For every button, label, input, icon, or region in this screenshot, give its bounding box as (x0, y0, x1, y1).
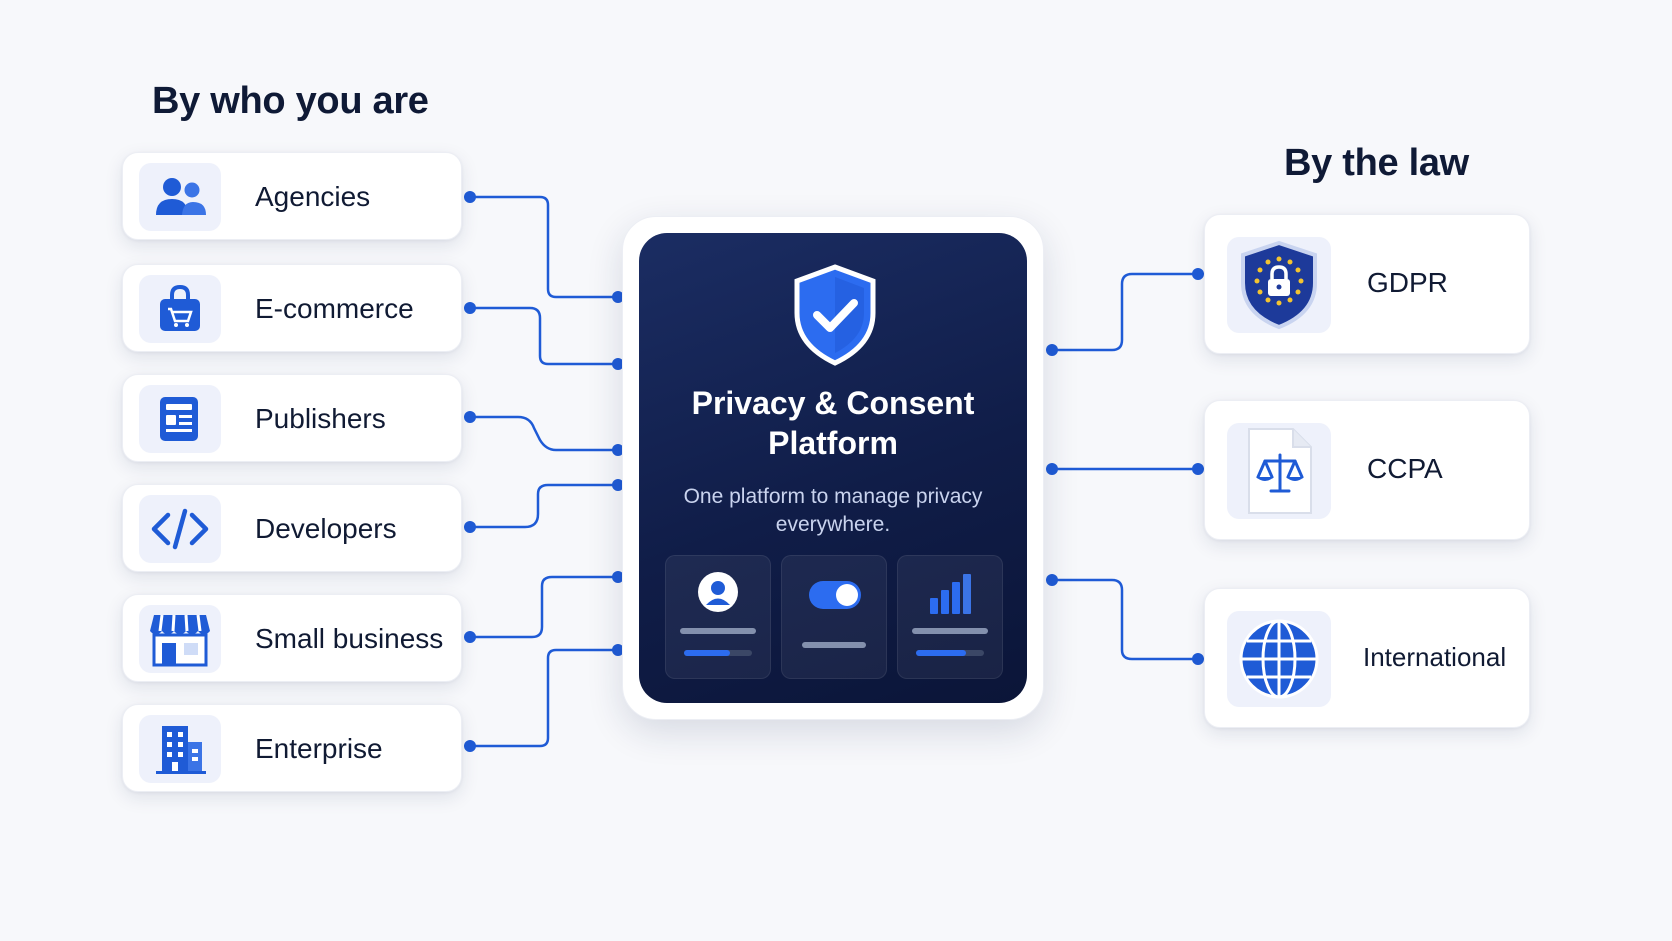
connector-agencies (470, 195, 618, 299)
law-card-gdpr[interactable]: GDPR (1204, 214, 1530, 354)
newspaper-icon (139, 385, 221, 453)
widget-bar (680, 628, 756, 634)
audience-label-agencies: Agencies (255, 181, 371, 212)
user-profile-widget (665, 555, 771, 679)
audience-card-publishers[interactable]: Publishers (122, 374, 462, 462)
code-icon (139, 495, 221, 563)
storefront-icon (139, 605, 221, 673)
eu-shield-lock-icon (1227, 237, 1331, 333)
law-label-ccpa: CCPA (1367, 453, 1443, 484)
audience-card-ecommerce[interactable]: E-commerce (122, 264, 462, 352)
law-label-gdpr: GDPR (1367, 267, 1448, 298)
toggle-switch-icon (808, 580, 862, 615)
bar-chart-icon (928, 572, 972, 621)
users-icon (139, 163, 221, 231)
widget-bar (802, 642, 866, 648)
connector-gdpr (1052, 272, 1198, 352)
connector-small-business (470, 575, 618, 639)
audience-label-developers: Developers (255, 513, 397, 544)
who-heading: By who you are (152, 80, 429, 122)
audience-card-developers[interactable]: Developers (122, 484, 462, 572)
toggle-widget (781, 555, 887, 679)
law-card-international[interactable]: International (1204, 588, 1530, 728)
connector-ecommerce (470, 306, 618, 366)
chart-widget (897, 555, 1003, 679)
audience-card-agencies[interactable]: Agencies (122, 152, 462, 240)
audience-label-small-business: Small business (255, 623, 444, 654)
law-card-ccpa[interactable]: CCPA (1204, 400, 1530, 540)
audience-label-enterprise: Enterprise (255, 733, 383, 764)
platform-panel: Privacy & Consent Platform One platform … (639, 233, 1027, 703)
audience-label-ecommerce: E-commerce (255, 293, 414, 324)
law-label-international: International (1363, 642, 1507, 672)
widget-bar-fill (684, 650, 730, 656)
widget-bar (912, 628, 988, 634)
audience-card-enterprise[interactable]: Enterprise (122, 704, 462, 792)
shopping-bag-icon (139, 275, 221, 343)
audience-card-small-business[interactable]: Small business (122, 594, 462, 682)
shield-check-icon (789, 263, 881, 372)
connector-developers (470, 483, 618, 529)
platform-subtitle: One platform to manage privacy everywher… (683, 485, 983, 536)
platform-card[interactable]: Privacy & Consent Platform One platform … (622, 216, 1044, 720)
connector-enterprise (470, 648, 618, 748)
office-building-icon (139, 715, 221, 783)
connector-international (1052, 578, 1198, 661)
scales-document-icon (1227, 423, 1331, 519)
law-heading: By the law (1284, 142, 1469, 184)
audience-label-publishers: Publishers (255, 403, 386, 434)
globe-icon (1227, 611, 1331, 707)
widget-bar-fill (916, 650, 966, 656)
connector-publishers (470, 415, 618, 452)
user-profile-icon (696, 570, 740, 619)
platform-title: Privacy & Consent Platform (691, 385, 975, 461)
